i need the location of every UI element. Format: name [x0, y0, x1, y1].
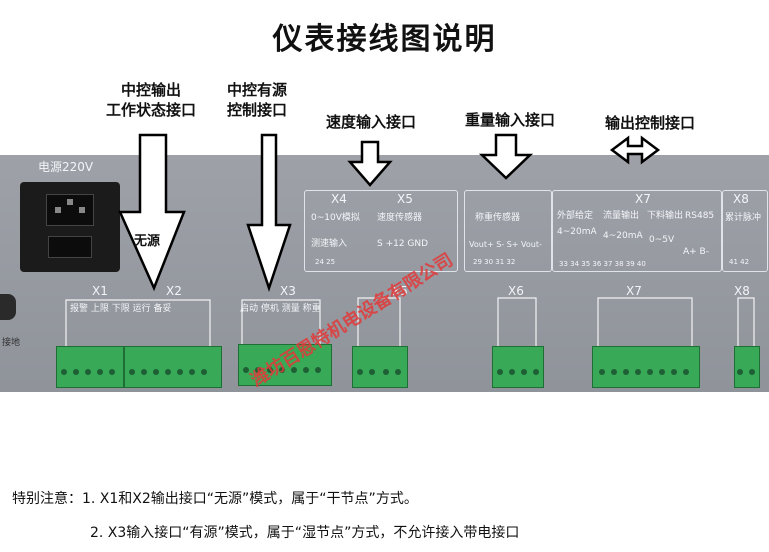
box-x7: X7 外部给定 流量输出 下料输出 RS485 4~20mA 4~20mA 0~… [552, 190, 722, 272]
terminal-block-x3[interactable] [238, 344, 332, 386]
note-line-1: 特别注意：1. X1和X2输出接口“无源”模式，属于“干节点”方式。 [12, 491, 418, 507]
x6-pins: 29 30 31 32 [473, 258, 516, 266]
box-x4-x5: X4 X5 0~10V模拟 速度传感器 测速输入 S +12 GND 24 25 [304, 190, 458, 272]
x8-pins: 41 42 [729, 258, 750, 266]
callout-active-control-line1: 中控有源 [226, 81, 287, 99]
x7-sub2: 4~20mA [603, 231, 643, 241]
terminal-block-x6[interactable] [492, 346, 544, 388]
callout-active-control-line2: 控制接口 [226, 101, 287, 119]
x3-contacts-label: 启动 停机 测量 称重 [240, 304, 321, 314]
arrow-status-output [118, 133, 186, 292]
arrow-weight-input [478, 133, 534, 180]
x7-col1: 外部给定 [557, 211, 594, 221]
wiring-lines [65, 297, 755, 346]
x4-pins: 24 25 [315, 258, 336, 266]
power-pin-earth [67, 199, 73, 205]
x8-name: X8 [733, 192, 749, 206]
callout-active-control: 中控有源 控制接口 [212, 80, 302, 120]
x7-sub1: 4~20mA [557, 227, 597, 237]
arrow-speed-input [347, 140, 393, 187]
x4-name: X4 [331, 192, 347, 206]
arrow-active-control [246, 133, 292, 292]
term-label-x3: X3 [280, 284, 296, 298]
callout-status-output-line1: 中控输出 [120, 81, 181, 99]
power-pin-right [79, 207, 85, 213]
box-x6: 称重传感器 Vout+ S- S+ Vout- 29 30 31 32 [464, 190, 552, 272]
arrow-output-control [609, 135, 661, 165]
wire-x8 [737, 297, 755, 346]
note-line-2: 2. X3输入接口“有源”模式，属于“湿节点”方式，不允许接入带电接口 [90, 525, 520, 541]
terminal-block-x2[interactable] [124, 346, 222, 388]
arrow-label-passive: 无源 [134, 234, 161, 249]
callout-status-output: 中控输出 工作状态接口 [96, 80, 206, 120]
power-label: 电源220V [38, 160, 94, 174]
x6-line2: Vout+ S- S+ Vout- [469, 240, 542, 249]
term-label-x5: X5 [392, 284, 408, 298]
x7-col2: 流量输出 [603, 211, 640, 221]
terminal-block-x8[interactable] [734, 346, 760, 388]
page-title: 仪表接线图说明 [272, 22, 497, 57]
callout-weight-input: 重量输入接口 [464, 111, 555, 129]
x4-line1: 0~10V模拟 [311, 213, 360, 223]
ground-label: 接地 [2, 338, 21, 348]
x7-col3: 下料输出 [647, 211, 684, 221]
x6-line1: 称重传感器 [475, 213, 521, 223]
x5-line1: 速度传感器 [377, 213, 423, 223]
x5-line2: S +12 GND [377, 239, 429, 249]
term-label-x7: X7 [626, 284, 642, 298]
term-label-x2: X2 [166, 284, 182, 298]
terminal-block-x4-x5[interactable] [352, 346, 408, 388]
callout-output-control: 输出控制接口 [604, 114, 695, 132]
x5-name: X5 [397, 192, 413, 206]
callout-speed-input: 速度输入接口 [325, 113, 416, 131]
power-plug-opening [46, 194, 94, 226]
wire-x5 [357, 297, 401, 346]
x4-line2: 测速输入 [311, 239, 348, 249]
term-label-x6: X6 [508, 284, 524, 298]
wire-x7 [597, 297, 693, 346]
term-label-x1: X1 [92, 284, 108, 298]
x7-name: X7 [635, 192, 651, 206]
x7-sub4: A+ B- [683, 247, 709, 257]
ground-screw [0, 294, 16, 320]
x7-col4: RS485 [685, 211, 715, 221]
x7-sub3: 0~5V [649, 235, 675, 245]
x8-line1: 累计脉冲 [725, 213, 762, 223]
term-label-x8: X8 [734, 284, 750, 298]
x7-pins: 33 34 35 36 37 38 39 40 [559, 260, 646, 268]
terminal-block-x7[interactable] [592, 346, 700, 388]
power-socket [20, 182, 120, 272]
fuse-holder [48, 236, 92, 258]
wire-x3 [241, 299, 321, 344]
power-pin-left [55, 207, 61, 213]
terminal-screws [61, 367, 755, 375]
box-x8: X8 累计脉冲 41 42 [722, 190, 768, 272]
wire-x1-x2 [65, 299, 211, 346]
terminal-block-x1[interactable] [56, 346, 124, 388]
callout-status-output-line2: 工作状态接口 [105, 101, 196, 119]
x12-contacts-label: 报警 上限 下限 运行 备妥 [70, 304, 172, 314]
wire-x6 [497, 297, 537, 346]
